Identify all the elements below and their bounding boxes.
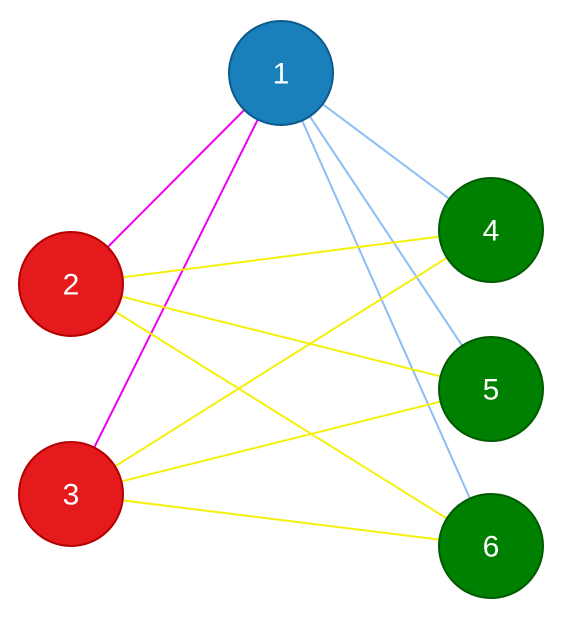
nodes-layer: 1 2 3 4 5 6 — [18, 20, 544, 599]
node-1: 1 — [228, 20, 334, 126]
node-circle-2 — [18, 231, 124, 337]
node-circle-6 — [438, 493, 544, 599]
node-label-1: 1 — [273, 58, 290, 91]
node-label-5: 5 — [483, 374, 500, 407]
edge-2-6 — [70, 283, 492, 547]
edges-layer — [70, 72, 492, 547]
edge-3-4 — [70, 229, 492, 495]
node-label-6: 6 — [483, 531, 500, 564]
node-label-4: 4 — [483, 215, 500, 248]
node-circle-1 — [228, 20, 334, 126]
node-circle-4 — [438, 177, 544, 283]
edge-3-6 — [70, 493, 492, 547]
edge-1-3 — [70, 72, 282, 495]
node-4: 4 — [438, 177, 544, 283]
node-circle-5 — [438, 336, 544, 442]
edge-2-5 — [70, 283, 492, 390]
node-circle-3 — [18, 441, 124, 547]
node-label-2: 2 — [63, 269, 80, 302]
node-6: 6 — [438, 493, 544, 599]
node-label-3: 3 — [63, 479, 80, 512]
node-2: 2 — [18, 231, 124, 337]
edge-1-6 — [280, 72, 492, 547]
node-5: 5 — [438, 336, 544, 442]
edge-3-5 — [70, 388, 492, 495]
node-3: 3 — [18, 441, 124, 547]
edge-2-4 — [70, 229, 492, 285]
edge-1-5 — [280, 72, 492, 390]
